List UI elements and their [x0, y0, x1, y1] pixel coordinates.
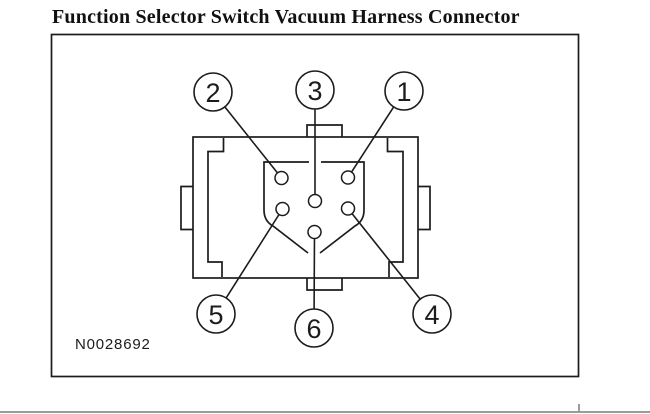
pin-3	[307, 193, 323, 209]
callout-balloon-1	[384, 71, 424, 111]
housing-bottom-tab	[306, 278, 343, 291]
pin-4	[340, 201, 356, 216]
table-divider-line	[0, 411, 650, 413]
callout-number-3: 3	[307, 76, 322, 106]
table-divider-stub	[578, 404, 580, 412]
cavity-right-outline	[319, 161, 365, 254]
housing-right-key-step	[386, 138, 404, 277]
callout-balloon-6	[294, 308, 334, 348]
leader-line-pin-4	[351, 213, 421, 300]
callout-number-4: 4	[424, 300, 439, 330]
pin-2	[274, 170, 289, 186]
figure-frame	[50, 33, 580, 378]
reference-number: N0028692	[75, 336, 151, 353]
housing-left-key-step	[207, 138, 225, 277]
callout-balloon-5	[196, 294, 236, 334]
housing-right-tab	[418, 185, 431, 231]
pin-callouts: 1 2 3 4 5 6	[193, 70, 452, 348]
housing-top-tab	[306, 124, 343, 137]
housing-body	[192, 136, 419, 279]
callout-balloon-3	[295, 70, 335, 110]
figure-title: Function Selector Switch Vacuum Harness …	[52, 6, 520, 28]
pin-6	[307, 224, 322, 240]
callout-number-5: 5	[208, 300, 223, 330]
pin-5	[275, 201, 290, 217]
callout-number-2: 2	[205, 78, 220, 108]
leader-line-pin-1	[350, 106, 395, 173]
callout-balloon-2	[193, 72, 233, 112]
callout-number-1: 1	[396, 77, 411, 107]
leader-line-pin-2	[224, 106, 279, 174]
callout-number-6: 6	[306, 314, 321, 344]
callout-balloon-4	[412, 294, 452, 334]
housing-left-tab	[180, 185, 193, 231]
pin-1	[340, 170, 356, 185]
connector-housing	[180, 124, 431, 291]
leader-line-pin-5	[225, 214, 280, 299]
